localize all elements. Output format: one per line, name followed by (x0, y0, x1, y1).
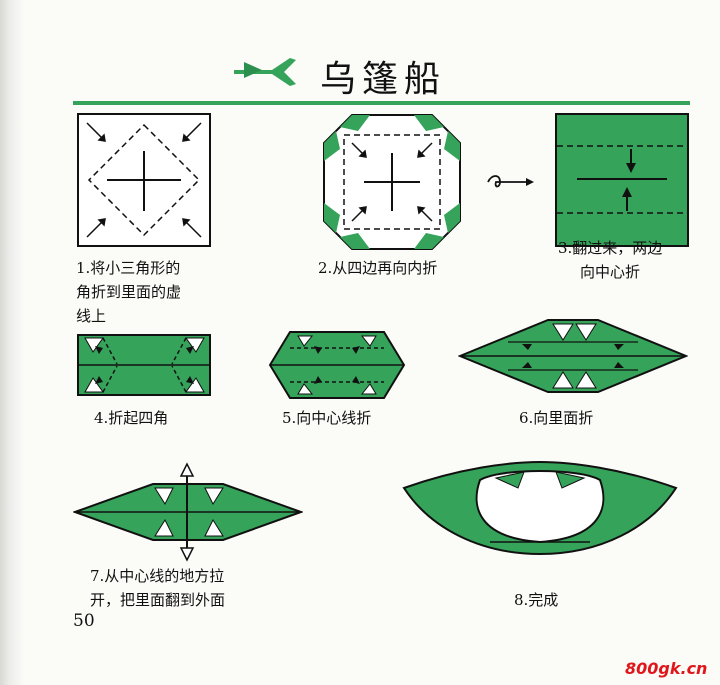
step-1-caption: 1.将小三角形的 角折到里面的虚 线上 (76, 259, 182, 325)
page-binding-edge (0, 0, 24, 685)
step-4-caption: 4.折起四角 (94, 409, 169, 427)
step-1-diagram (77, 113, 211, 247)
header-rule (73, 101, 690, 105)
site-watermark: 800gk.cn (625, 659, 708, 678)
step-7-caption: 7.从中心线的地方拉 开，把里面翻到外面 (90, 567, 226, 609)
step-8-caption: 8.完成 (514, 591, 559, 609)
step-2-caption: 2.从四边再向内折 (318, 259, 438, 277)
step-6-diagram (458, 319, 688, 393)
step-6-caption: 6.向里面折 (519, 409, 594, 427)
step-4-diagram (77, 334, 211, 396)
step-7-diagram (73, 462, 303, 562)
step-3-diagram (555, 113, 689, 247)
page-title: 乌篷船 (320, 59, 447, 100)
step-8-diagram (402, 460, 678, 556)
step-5-caption: 5.向中心线折 (282, 409, 372, 427)
turn-over-arrow-icon (487, 175, 534, 188)
page-number: 50 (73, 611, 95, 631)
step-5-diagram (268, 331, 406, 399)
step-2-diagram (323, 114, 461, 250)
airplane-icon (234, 58, 296, 86)
step-3-caption: 3.翻过来，两边 向中心折 (558, 239, 663, 281)
